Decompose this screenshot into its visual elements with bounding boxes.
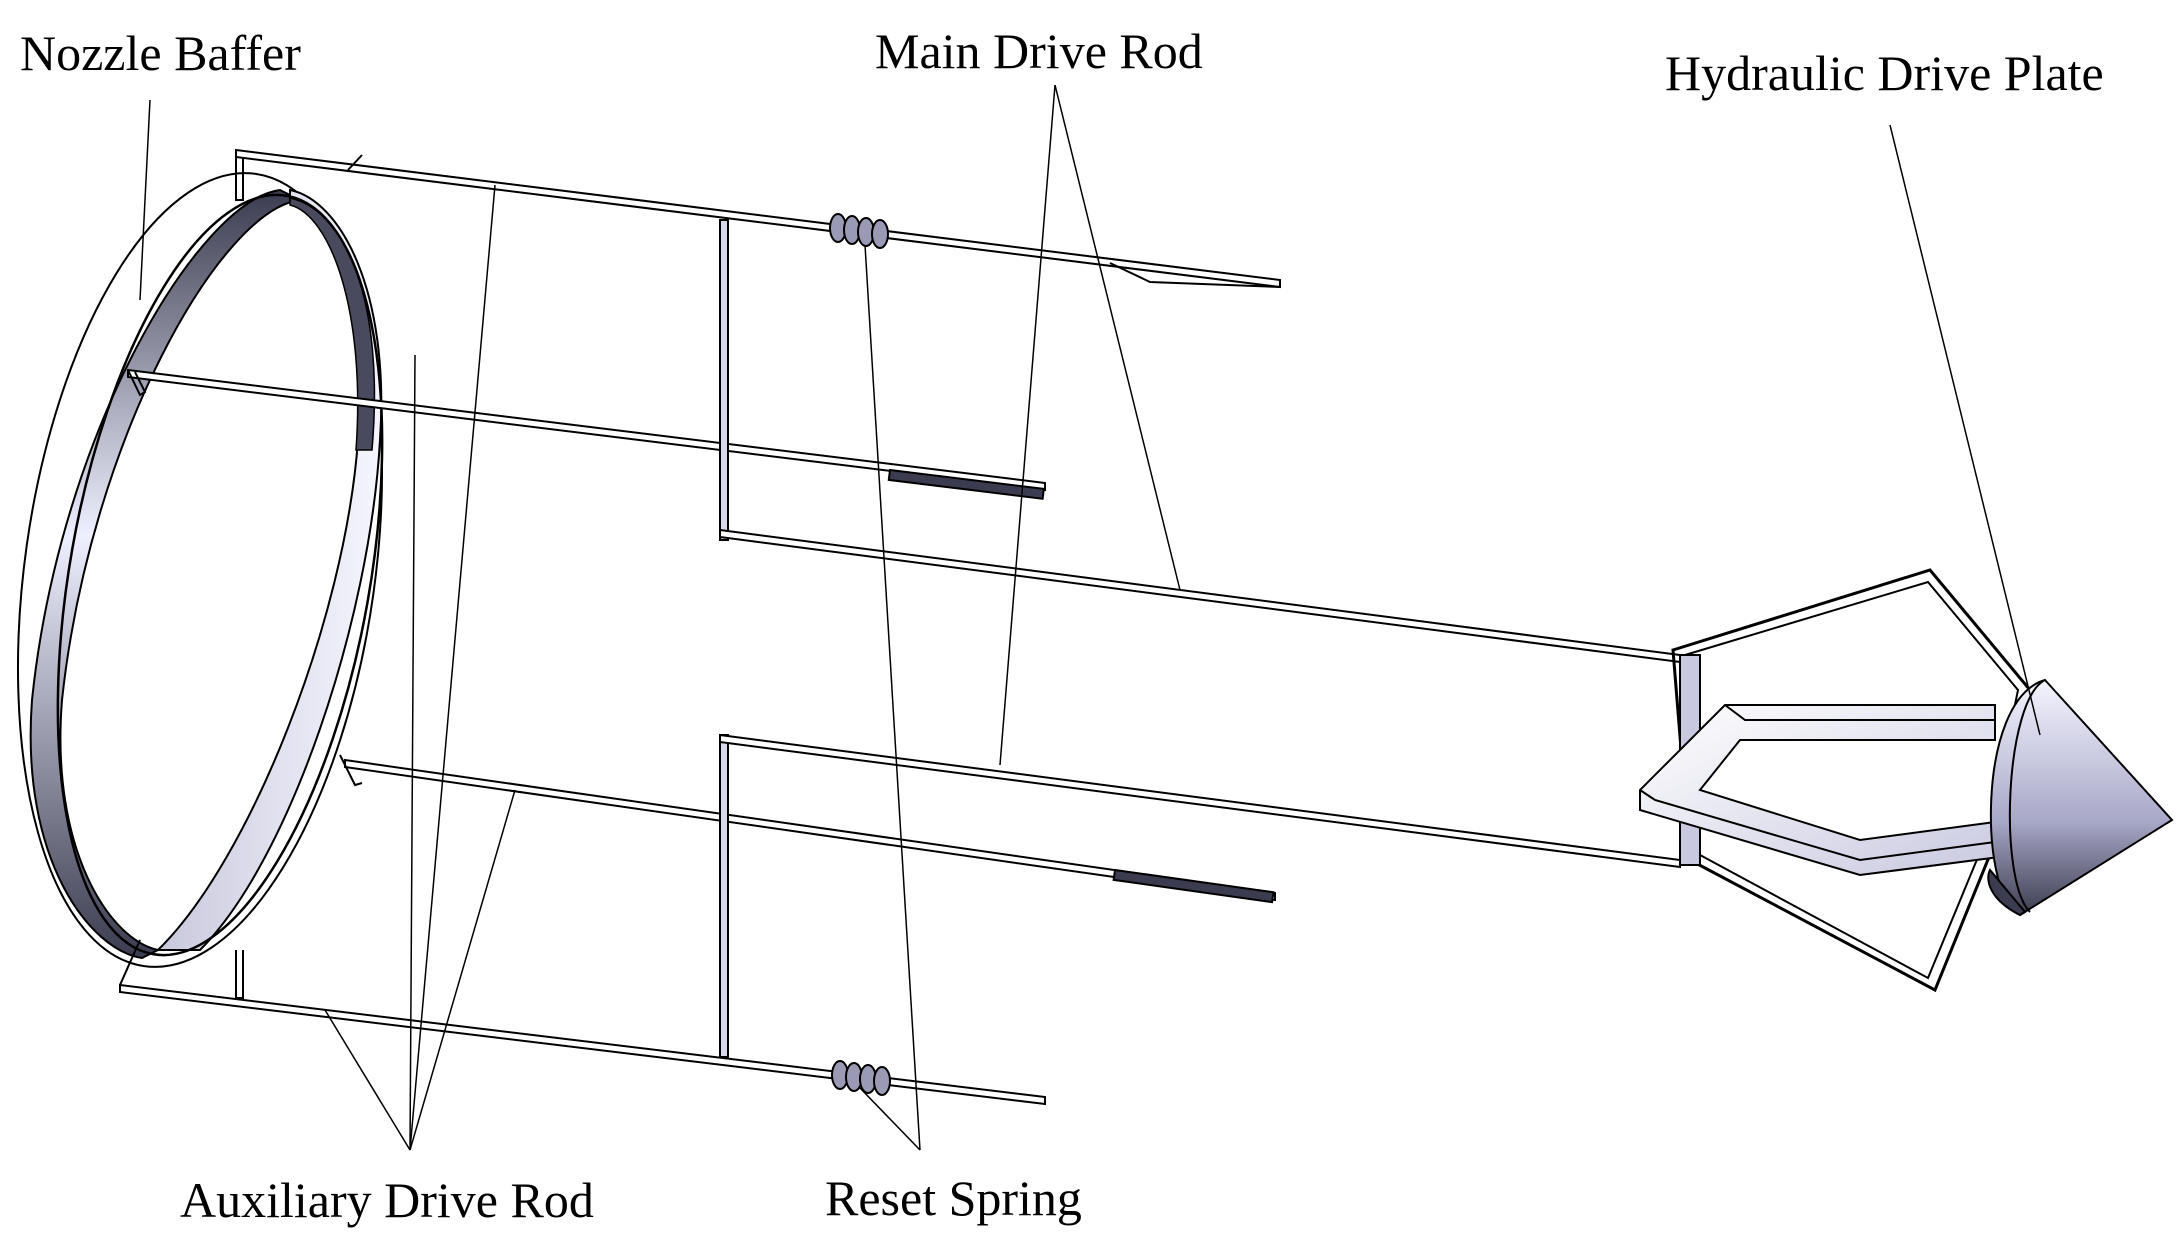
nozzle-baffer-ring (16, 172, 384, 968)
reset-spring-top (829, 213, 889, 249)
main-vertical-lower (719, 734, 729, 1058)
springs (829, 213, 1275, 1096)
cone (1989, 678, 2174, 917)
main-rod-lower (719, 733, 1681, 869)
leader-lines (139, 84, 2041, 1151)
main-drive-rods (719, 219, 1681, 1058)
label-reset-spring: Reset Spring (825, 1170, 1082, 1226)
auxiliary-drive-rods (119, 148, 1281, 1106)
reset-spring-bottom (831, 1060, 891, 1096)
label-hydraulic-drive-plate: Hydraulic Drive Plate (1665, 45, 2104, 101)
spring-lower-mid (1112, 868, 1275, 904)
label-nozzle-baffer: Nozzle Baffer (20, 25, 301, 81)
spring-upper-mid (887, 468, 1045, 500)
label-auxiliary-drive-rod: Auxiliary Drive Rod (180, 1172, 594, 1228)
aux-rod-upper (127, 368, 1046, 492)
aux-rod-bottom (119, 983, 1046, 1106)
main-rod-upper (719, 528, 1681, 664)
hydraulic-drive-plate (1639, 568, 2174, 993)
aux-rod-top (235, 148, 1281, 289)
label-main-drive-rod: Main Drive Rod (875, 23, 1203, 79)
main-vertical-upper (719, 219, 729, 541)
